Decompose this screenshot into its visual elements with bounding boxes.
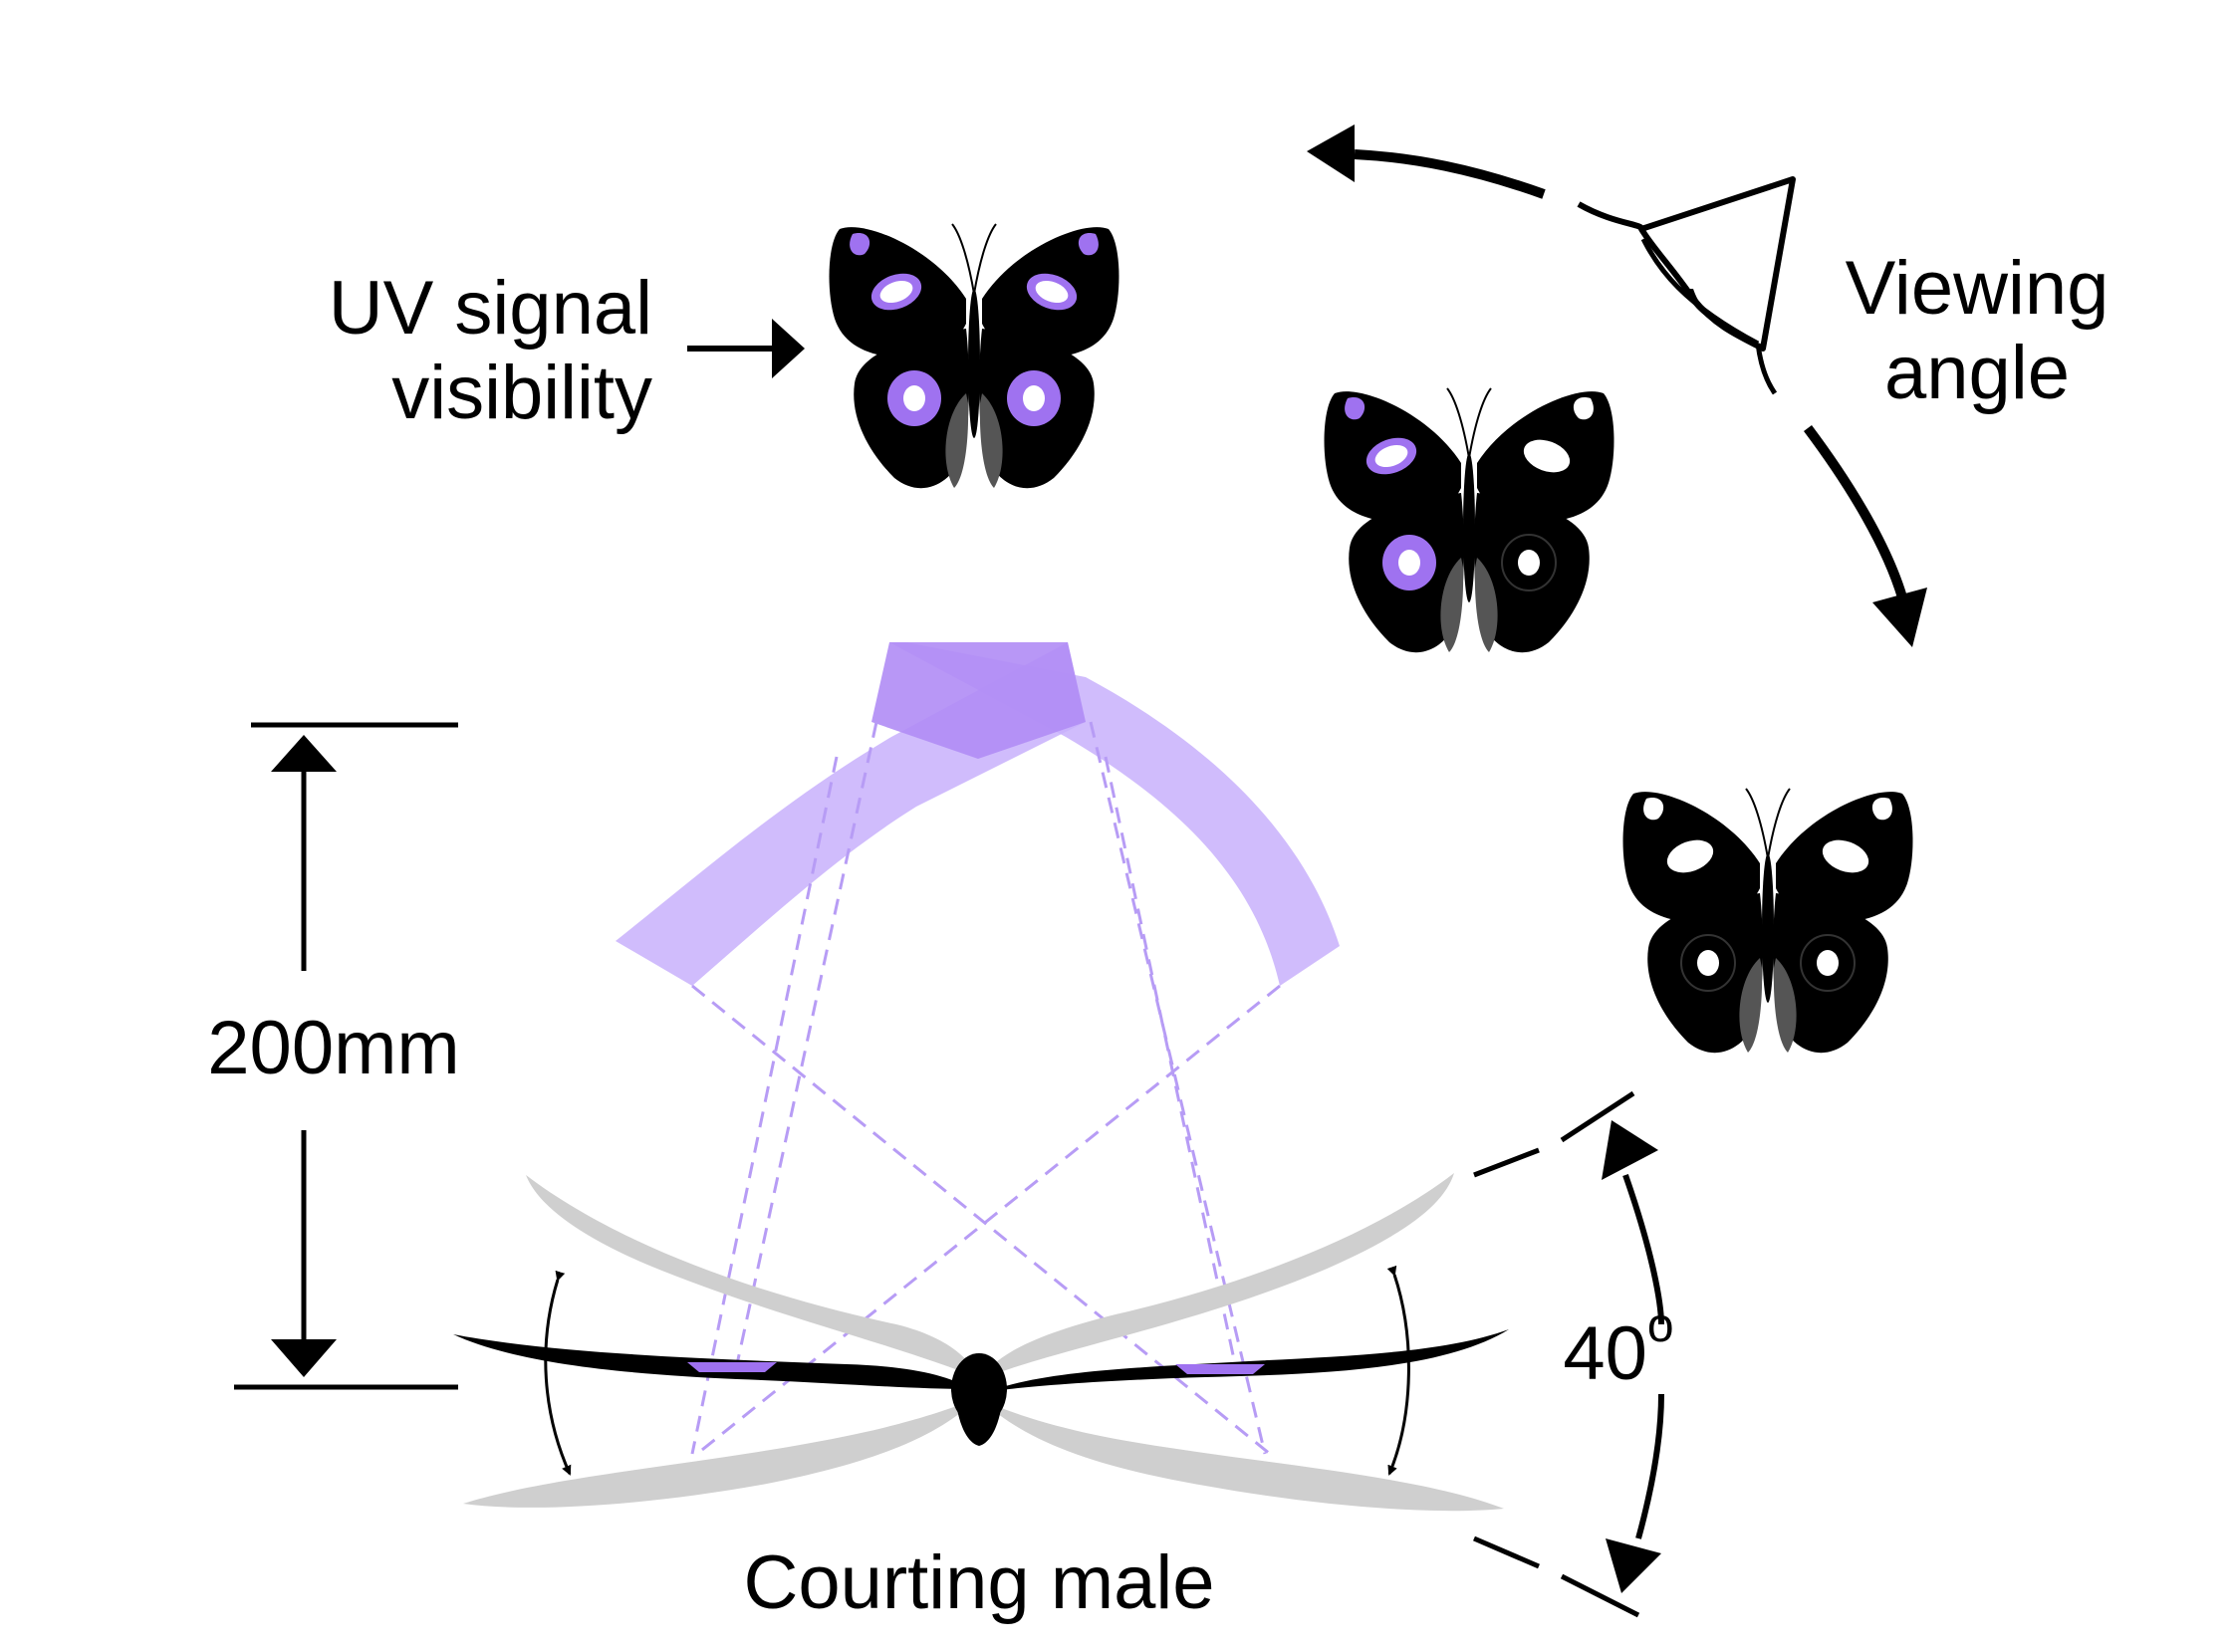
courting-male-wings (453, 1173, 1509, 1512)
butterfly-full-uv (828, 223, 1120, 490)
angle-indicator (1473, 1090, 1664, 1618)
viewing-angle-arrow (1307, 124, 1927, 647)
uv-band-overlap (871, 642, 1086, 759)
viewing-angle-label-line2: angle (1884, 331, 2070, 415)
butterfly-partial-uv (1323, 387, 1615, 654)
viewing-angle-label-line1: Viewing (1846, 246, 2110, 331)
courting-male-label: Courting male (743, 1540, 1214, 1625)
uv-signal-label-line1: UV signal (329, 266, 652, 351)
wingbeat-arrows (544, 1265, 1410, 1476)
uv-reflection-bands (616, 642, 1340, 986)
angle-label: 40o (1563, 1299, 1673, 1396)
eye-icon (1577, 176, 1796, 395)
angle-value: 40 (1563, 1311, 1647, 1396)
butterfly-no-uv (1621, 788, 1914, 1055)
uv-band-left-reflection (889, 642, 1340, 986)
distance-label: 200mm (207, 1006, 459, 1090)
distance-scale (234, 722, 458, 1390)
uv-signal-label-line2: visibility (391, 351, 652, 435)
uv-signal-arrow (687, 319, 805, 378)
angle-unit: o (1647, 1299, 1674, 1352)
